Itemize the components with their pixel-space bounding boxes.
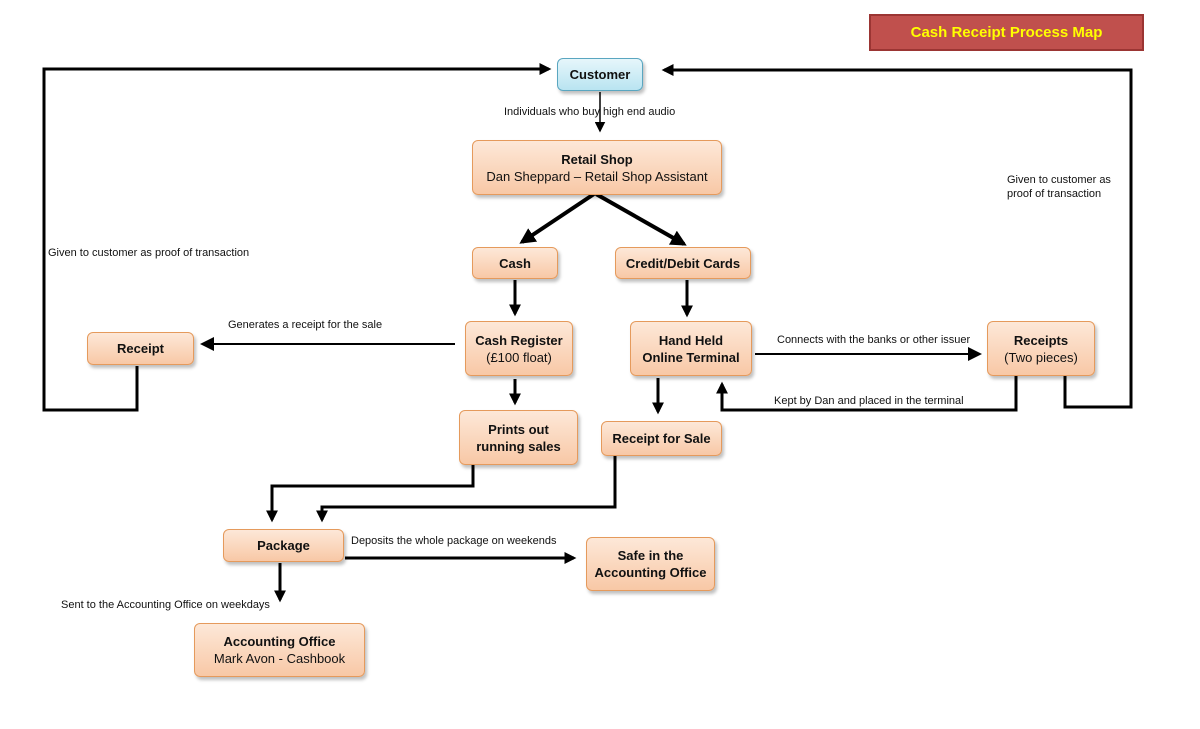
- node-safe: Safe in the Accounting Office: [586, 537, 715, 591]
- node-accounting-office-subtitle: Mark Avon - Cashbook: [213, 651, 346, 666]
- diagram-title: Cash Receipt Process Map: [869, 14, 1144, 51]
- node-retail-shop: Retail Shop Dan Sheppard – Retail Shop A…: [472, 140, 722, 195]
- node-customer-label: Customer: [569, 67, 631, 82]
- label-sent: Sent to the Accounting Office on weekday…: [61, 599, 270, 611]
- label-deposits: Deposits the whole package on weekends: [351, 535, 557, 547]
- arrow-receiptsale-to-package: [316, 456, 617, 523]
- node-terminal: Hand Held Online Terminal: [630, 321, 752, 376]
- node-receipt-for-sale-label: Receipt for Sale: [612, 431, 711, 446]
- node-retail-shop-subtitle: Dan Sheppard – Retail Shop Assistant: [486, 168, 708, 184]
- node-receipts-subtitle: (Two pieces): [1004, 349, 1078, 365]
- node-prints-line1: Prints out: [488, 421, 549, 437]
- node-receipts: Receipts (Two pieces): [987, 321, 1095, 376]
- label-kept: Kept by Dan and placed in the terminal: [774, 395, 964, 407]
- node-terminal-line1: Hand Held: [658, 332, 724, 348]
- node-accounting-office: Accounting Office Mark Avon - Cashbook: [194, 623, 365, 677]
- node-cash: Cash: [472, 247, 558, 279]
- node-package-label: Package: [257, 538, 310, 553]
- node-receipts-title: Receipts: [1013, 332, 1069, 348]
- arrow-receipts-to-customer: [661, 64, 1133, 409]
- label-buyers: Individuals who buy high end audio: [504, 106, 676, 118]
- node-cash-register-subtitle: (£100 float): [486, 349, 552, 365]
- node-receipt: Receipt: [87, 332, 194, 365]
- label-given-left: Given to customer as proof of transactio…: [48, 247, 250, 259]
- node-receipt-label: Receipt: [117, 341, 164, 356]
- label-given-right: Given to customer as proof of transactio…: [1007, 174, 1111, 200]
- node-cash-register-title: Cash Register: [475, 332, 563, 348]
- node-prints-line2: running sales: [476, 438, 561, 454]
- node-receipt-for-sale: Receipt for Sale: [601, 421, 722, 456]
- node-safe-line2: Accounting Office: [594, 565, 707, 580]
- arrow-shop-to-cash: [519, 192, 596, 244]
- node-retail-shop-title: Retail Shop: [561, 151, 633, 167]
- node-cards-label: Credit/Debit Cards: [625, 255, 741, 271]
- label-generates: Generates a receipt for the sale: [228, 319, 383, 331]
- node-cash-label: Cash: [499, 255, 531, 271]
- arrow-shop-to-cards: [595, 192, 687, 246]
- arrow-receipt-to-customer: [42, 63, 552, 412]
- node-customer: Customer: [557, 58, 643, 91]
- arrow-receipts-to-terminal: [716, 376, 1018, 412]
- node-terminal-line2: Online Terminal: [642, 349, 740, 365]
- node-accounting-office-title: Accounting Office: [223, 634, 336, 649]
- arrow-prints-to-package: [266, 465, 475, 523]
- node-safe-line1: Safe in the: [617, 548, 684, 563]
- node-cards: Credit/Debit Cards: [615, 247, 751, 279]
- node-cash-register: Cash Register (£100 float): [465, 321, 573, 376]
- node-prints: Prints out running sales: [459, 410, 578, 465]
- label-connects: Connects with the banks or other issuer: [777, 334, 971, 346]
- node-package: Package: [223, 529, 344, 562]
